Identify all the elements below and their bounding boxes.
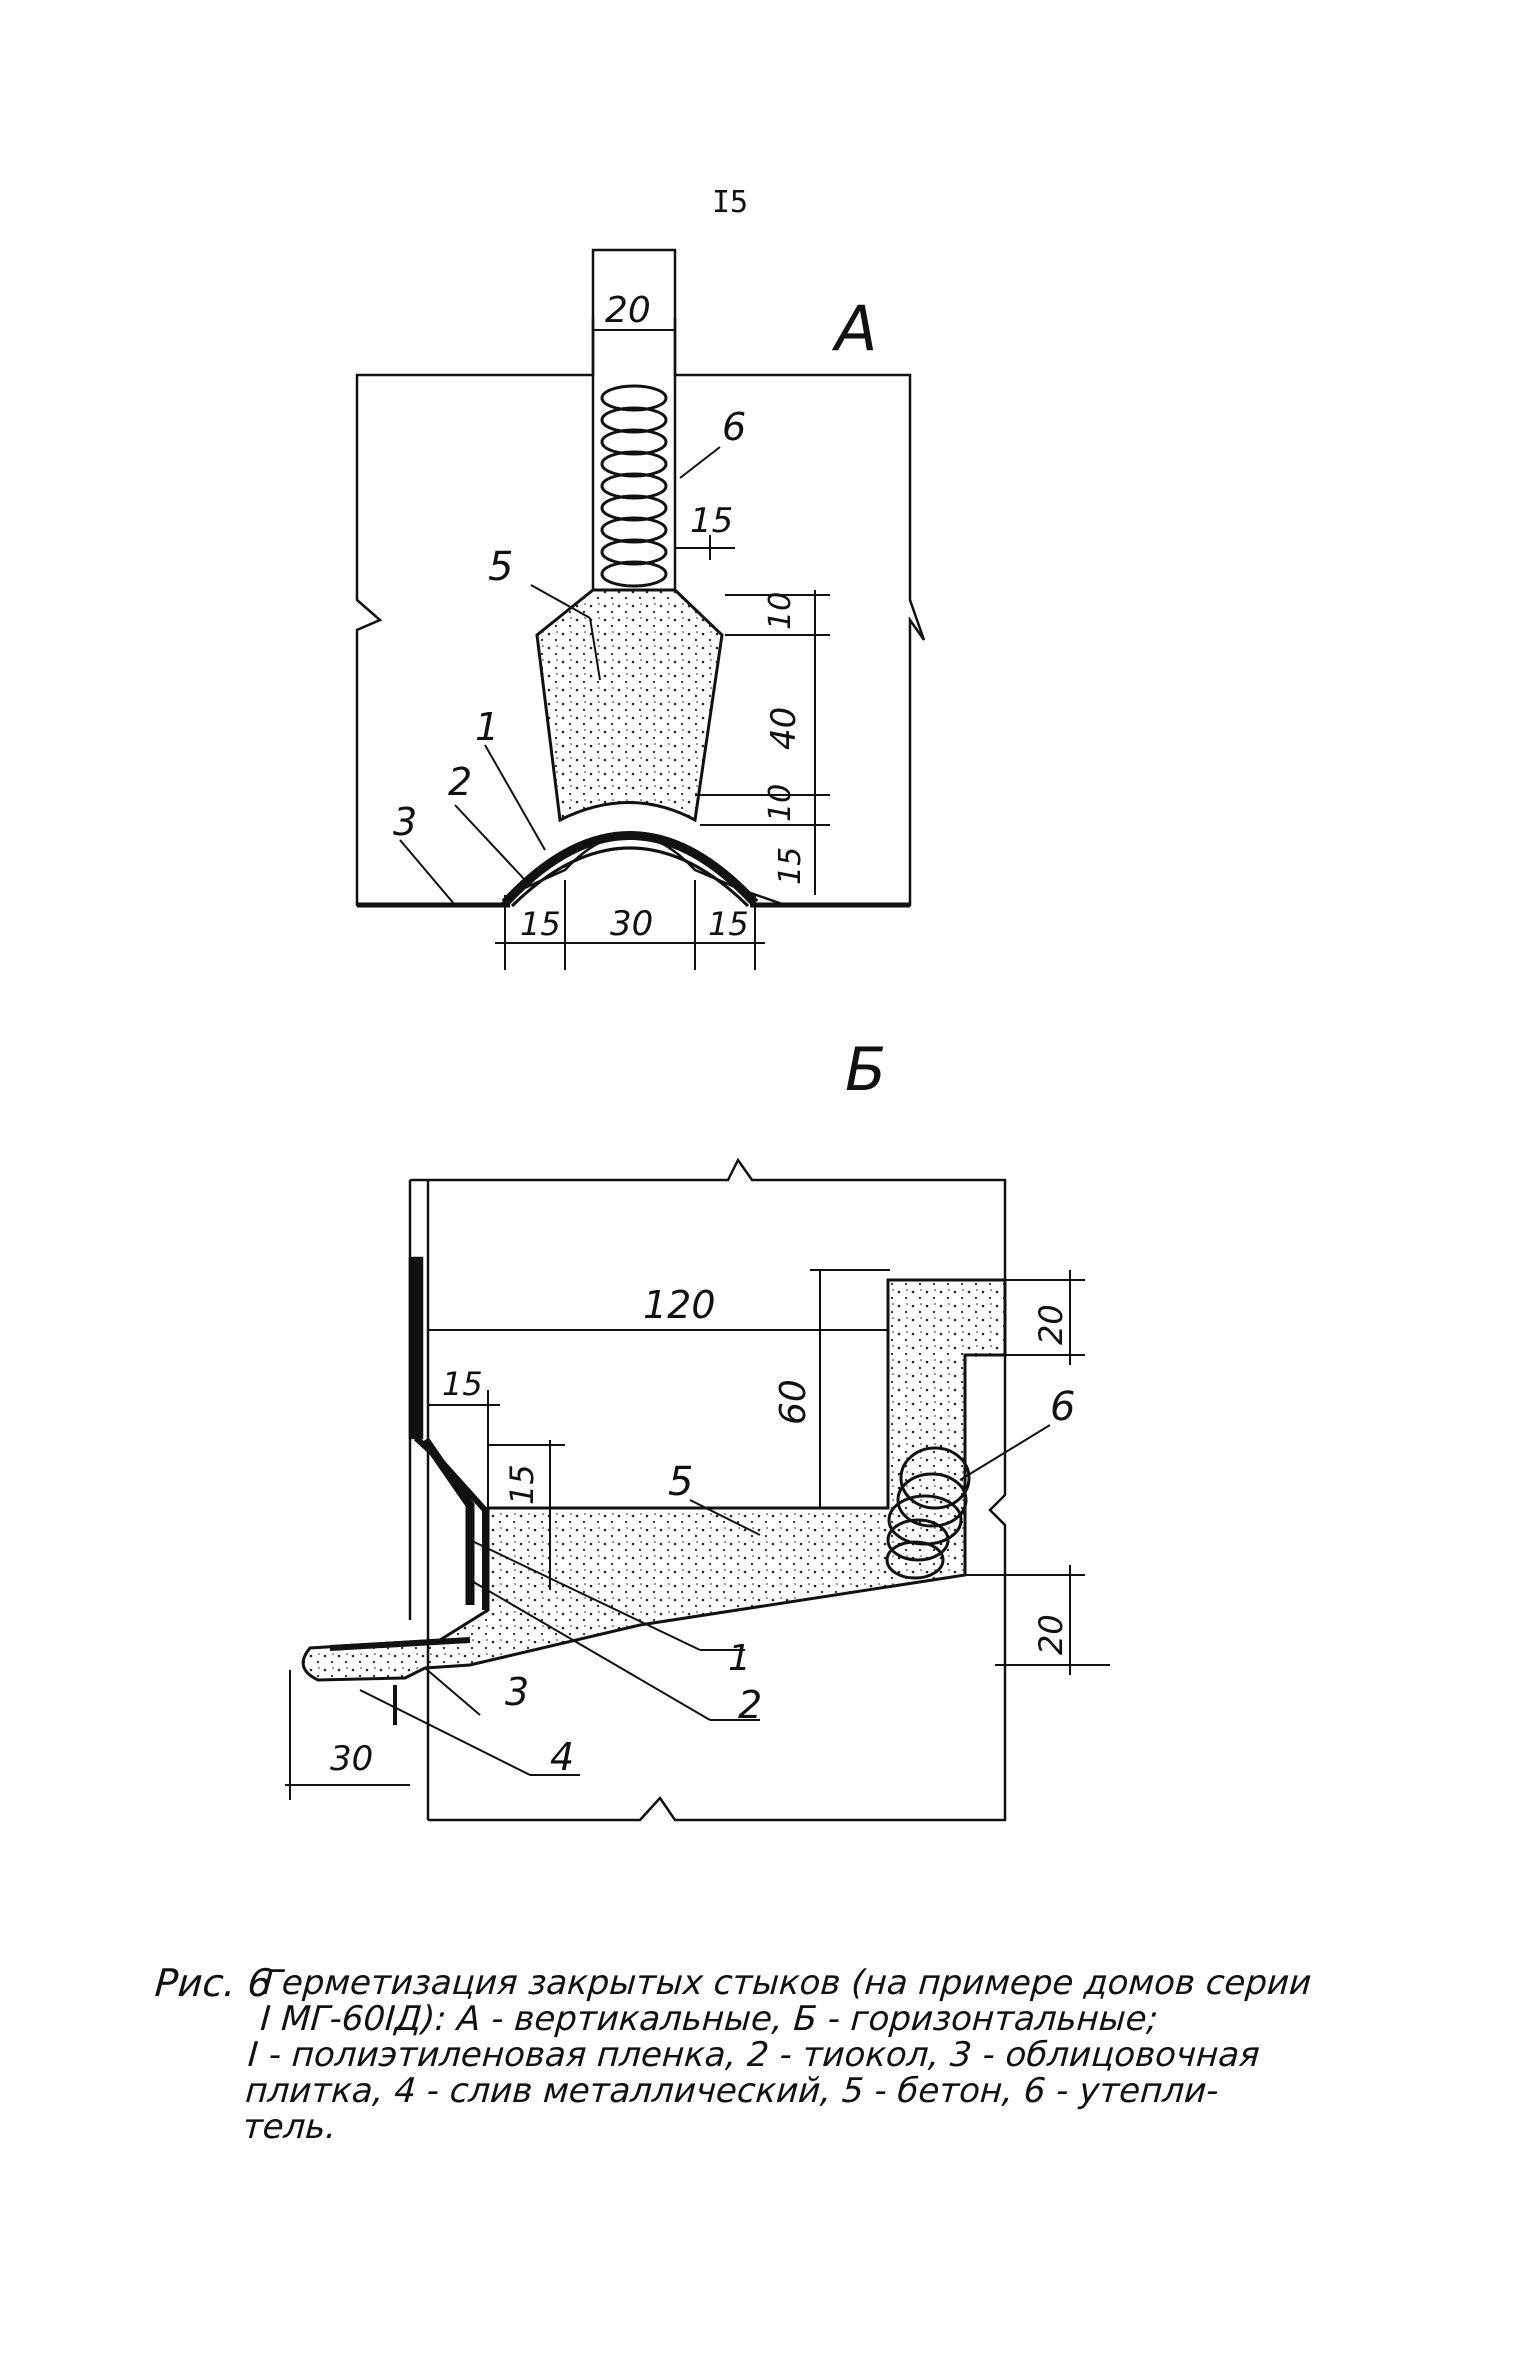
dim-b-15-vertical: 15 — [503, 1464, 541, 1505]
label-a-part-3: 3 — [393, 800, 417, 844]
dim-b-20-bottom: 20 — [1032, 1614, 1070, 1655]
page-number: I5 — [711, 185, 749, 220]
dim-b-120: 120 — [643, 1283, 716, 1327]
concrete-fill-a — [535, 588, 724, 823]
insulation-coils-a — [600, 384, 668, 588]
dim-b-15-horizontal: 15 — [442, 1365, 483, 1403]
dim-b-60: 60 — [773, 1379, 814, 1425]
dim-a-40: 40 — [764, 707, 804, 750]
label-b-part-1: 1 — [728, 1638, 751, 1679]
dim-a-15-right: 15 — [773, 847, 808, 885]
caption-line: Герметизация закрытых стыков (на примере… — [261, 1963, 1313, 2003]
caption-line: плитка, 4 - слив металлический, 5 - бето… — [244, 2071, 1220, 2112]
label-a-part-2: 2 — [448, 760, 472, 804]
diagram-b — [285, 1157, 1110, 1822]
label-b-part-2: 2 — [738, 1683, 762, 1727]
diagram-b-title: Б — [845, 1035, 886, 1105]
sealant-arch-a — [501, 831, 759, 907]
sealant-upper-b — [413, 1435, 488, 1610]
label-b-part-4: 4 — [550, 1735, 574, 1779]
dim-b-30: 30 — [330, 1739, 373, 1779]
label-a-part-6: 6 — [722, 405, 746, 449]
dim-a-bottom-left: 15 — [520, 905, 561, 943]
dim-a-insulation-offset: 15 — [690, 501, 733, 541]
label-b-part-3: 3 — [505, 1670, 529, 1714]
panel-outline-b — [410, 1157, 1007, 1822]
dim-a-10-bottom: 10 — [763, 784, 798, 822]
caption-body: Герметизация закрытых стыков (на примере… — [234, 1963, 1313, 2148]
dim-a-bottom-right: 15 — [708, 905, 749, 943]
label-b-part-6: 6 — [1050, 1384, 1075, 1430]
label-b-part-5: 5 — [668, 1459, 693, 1505]
label-a-part-1: 1 — [475, 705, 499, 749]
caption-line: I - полиэтиленовая пленка, 2 - тиокол, 3… — [246, 2035, 1262, 2076]
caption-line: I МГ-60IД): А - вертикальные, Б - горизо… — [259, 1999, 1160, 2040]
dim-a-10-top: 10 — [763, 592, 798, 630]
figure-label: Рис. 6 — [153, 1961, 274, 2005]
dim-a-top-width: 20 — [605, 290, 651, 331]
diagram-a-title: А — [831, 292, 877, 365]
figure-caption: Рис. 6 Герметизация закрытых стыков (на … — [94, 1961, 1313, 2148]
label-a-part-5: 5 — [488, 544, 513, 590]
caption-line: тель. — [241, 2107, 338, 2148]
dim-a-bottom-mid: 30 — [610, 904, 653, 944]
diagram-a — [355, 248, 926, 970]
dim-b-20-top: 20 — [1032, 1304, 1070, 1345]
insulation-coils-b — [885, 1446, 971, 1580]
